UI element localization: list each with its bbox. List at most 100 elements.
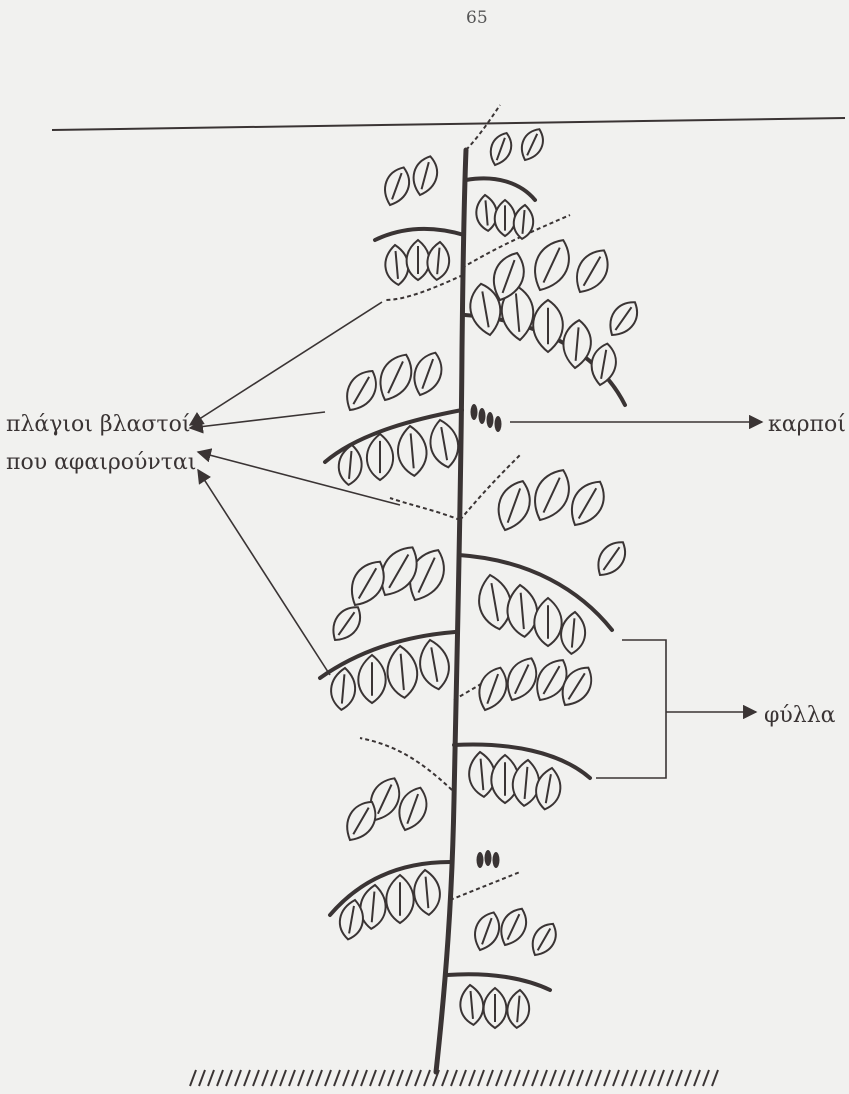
leaflet	[386, 875, 413, 923]
leaflet	[588, 342, 619, 388]
ground-hatch	[505, 1070, 511, 1086]
ground-hatch	[226, 1070, 232, 1086]
ground-hatch	[622, 1070, 628, 1086]
fruit-cluster	[471, 404, 502, 868]
ground-hatch	[199, 1070, 205, 1086]
ground-hatch	[523, 1070, 529, 1086]
leaflet	[534, 598, 561, 646]
ground-hatch	[343, 1070, 349, 1086]
ground-hatch	[640, 1070, 646, 1086]
leaflet	[384, 244, 410, 286]
leaflet	[409, 153, 441, 198]
leaflet	[469, 909, 504, 954]
leaflet	[516, 125, 548, 164]
ground-hatch	[415, 1070, 421, 1086]
page-number: 65	[466, 10, 488, 27]
ground-hatch	[595, 1070, 601, 1086]
lateral-shoot-dashed	[360, 738, 452, 790]
ground-hatch	[631, 1070, 637, 1086]
leaflet	[372, 349, 419, 406]
ground-hatch	[253, 1070, 259, 1086]
ground-hatch	[307, 1070, 313, 1086]
ground-hatch	[334, 1070, 340, 1086]
arrow-lateral-low	[198, 470, 330, 675]
ground-hatch	[676, 1070, 682, 1086]
ground-hatch	[289, 1070, 295, 1086]
ground-hatch	[388, 1070, 394, 1086]
leaflet	[591, 536, 633, 582]
label-lateral-shoots-line1: πλάγιοι βλαστοί	[6, 414, 190, 436]
annotation-arrows	[190, 302, 762, 778]
ground-hatch	[604, 1070, 610, 1086]
fruit	[487, 412, 494, 428]
fruit	[477, 852, 484, 868]
ground-hatch	[685, 1070, 691, 1086]
fruit	[485, 850, 492, 866]
ground-hatch	[658, 1070, 664, 1086]
label-lateral-shoots-line2: που αφαιρούνται	[6, 452, 196, 474]
ground-hatch	[244, 1070, 250, 1086]
ground-hatch	[667, 1070, 673, 1086]
ground-hatch	[235, 1070, 241, 1086]
fruit	[471, 404, 478, 420]
leaflet	[603, 296, 645, 342]
fruit	[493, 852, 500, 868]
ground-hatch	[451, 1070, 457, 1086]
leaflet	[512, 204, 534, 240]
ground-hatch	[298, 1070, 304, 1086]
leaflet	[416, 638, 453, 692]
lateral-shoot-dashed	[390, 498, 460, 520]
ground-hatch	[550, 1070, 556, 1086]
leaflet	[329, 667, 357, 711]
leaflet	[568, 244, 616, 299]
leaflet	[491, 476, 537, 535]
leaflet	[412, 869, 441, 916]
leaflet	[459, 984, 485, 1026]
leaflet	[559, 611, 587, 655]
ground-hatch	[703, 1070, 709, 1086]
leaflet	[526, 464, 578, 527]
leaflet	[526, 919, 562, 960]
ground-hatch	[586, 1070, 592, 1086]
leaflet	[427, 418, 462, 470]
leaflet	[396, 425, 429, 477]
ground-hatch	[496, 1070, 502, 1086]
ground-hatch	[379, 1070, 385, 1086]
ground-hatch	[442, 1070, 448, 1086]
ground-hatch	[568, 1070, 574, 1086]
leaflet	[526, 234, 578, 297]
leaf-branch	[466, 178, 535, 200]
leaf-branch	[447, 974, 550, 990]
ground-hatch	[262, 1070, 268, 1086]
ground-hatch	[271, 1070, 277, 1086]
leaflet	[533, 300, 563, 352]
ground-hatch	[613, 1070, 619, 1086]
leaf-branch	[375, 229, 464, 240]
fruit	[495, 416, 502, 432]
leaves-bracket	[596, 640, 666, 778]
ground-hatch	[694, 1070, 700, 1086]
ground-hatch	[424, 1070, 430, 1086]
ground-hatch	[469, 1070, 475, 1086]
leaflet	[563, 475, 613, 533]
leaflet	[385, 645, 419, 699]
ground-hatch	[649, 1070, 655, 1086]
leaflet	[473, 663, 512, 714]
leaflet	[495, 200, 516, 236]
ground-hatch	[712, 1070, 718, 1086]
ground-hatch	[397, 1070, 403, 1086]
ground-hatch	[316, 1070, 322, 1086]
leaflet	[495, 904, 533, 950]
ground-hatch	[190, 1070, 196, 1086]
lateral-shoot-dashed	[450, 872, 520, 900]
leaflet	[486, 130, 516, 169]
ground-hatch	[514, 1070, 520, 1086]
leaflet	[339, 365, 384, 417]
leaflet	[367, 434, 393, 480]
leaflet	[505, 584, 539, 638]
leaflet	[358, 655, 385, 703]
ground-hatch	[217, 1070, 223, 1086]
ground-hatch	[370, 1070, 376, 1086]
ground-hatch	[208, 1070, 214, 1086]
leaflet	[379, 164, 414, 209]
